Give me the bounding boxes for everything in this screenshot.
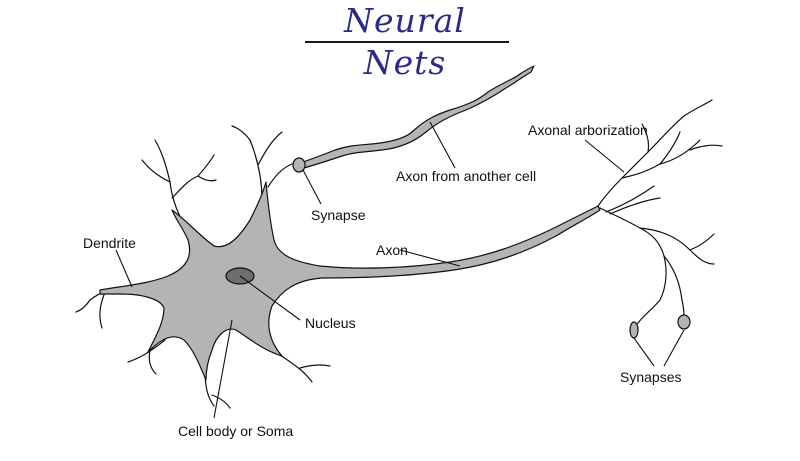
dendrite-branch [267,163,293,188]
cell-body-soma [99,181,601,381]
axonal-arborization-label: Axonal arborization [528,122,648,138]
axon-from-another-cell-label: Axon from another cell [396,168,536,184]
synapses-label: Synapses [620,369,681,385]
dendrite-branch [141,159,171,183]
dendrite-branch [231,125,251,141]
dendrite-branch [75,299,91,313]
axonal-arborization [597,99,723,327]
axon-label: Axon [376,242,408,258]
incoming-axon-shaft [299,65,535,169]
dendrite-branch [299,364,331,369]
dendrite-branch [197,175,217,182]
dendrite-label: Dendrite [83,235,136,251]
dendrite-branch [171,175,199,199]
dendrite-branch [211,394,231,409]
leader-lines [115,121,685,419]
title-underline [305,41,509,43]
synapse-terminal [677,314,691,330]
dendrite-branch [257,131,283,166]
dendrite-branches [75,125,331,409]
dendrite-branch [148,349,157,375]
dendrite-branch [249,139,263,201]
synapse-terminal [629,321,639,339]
cell-body-label: Cell body or Soma [178,423,293,439]
nucleus-label: Nucleus [305,315,356,331]
synapse-bulb [292,157,306,173]
dendrite-branch [279,354,313,383]
dendrite-branch [197,154,215,177]
dendrite-branch [99,291,106,329]
dendrite-branch [127,339,166,363]
incoming-axon [299,65,535,169]
synapse-label: Synapse [311,207,366,223]
slide-title: Neural Nets [344,1,466,82]
